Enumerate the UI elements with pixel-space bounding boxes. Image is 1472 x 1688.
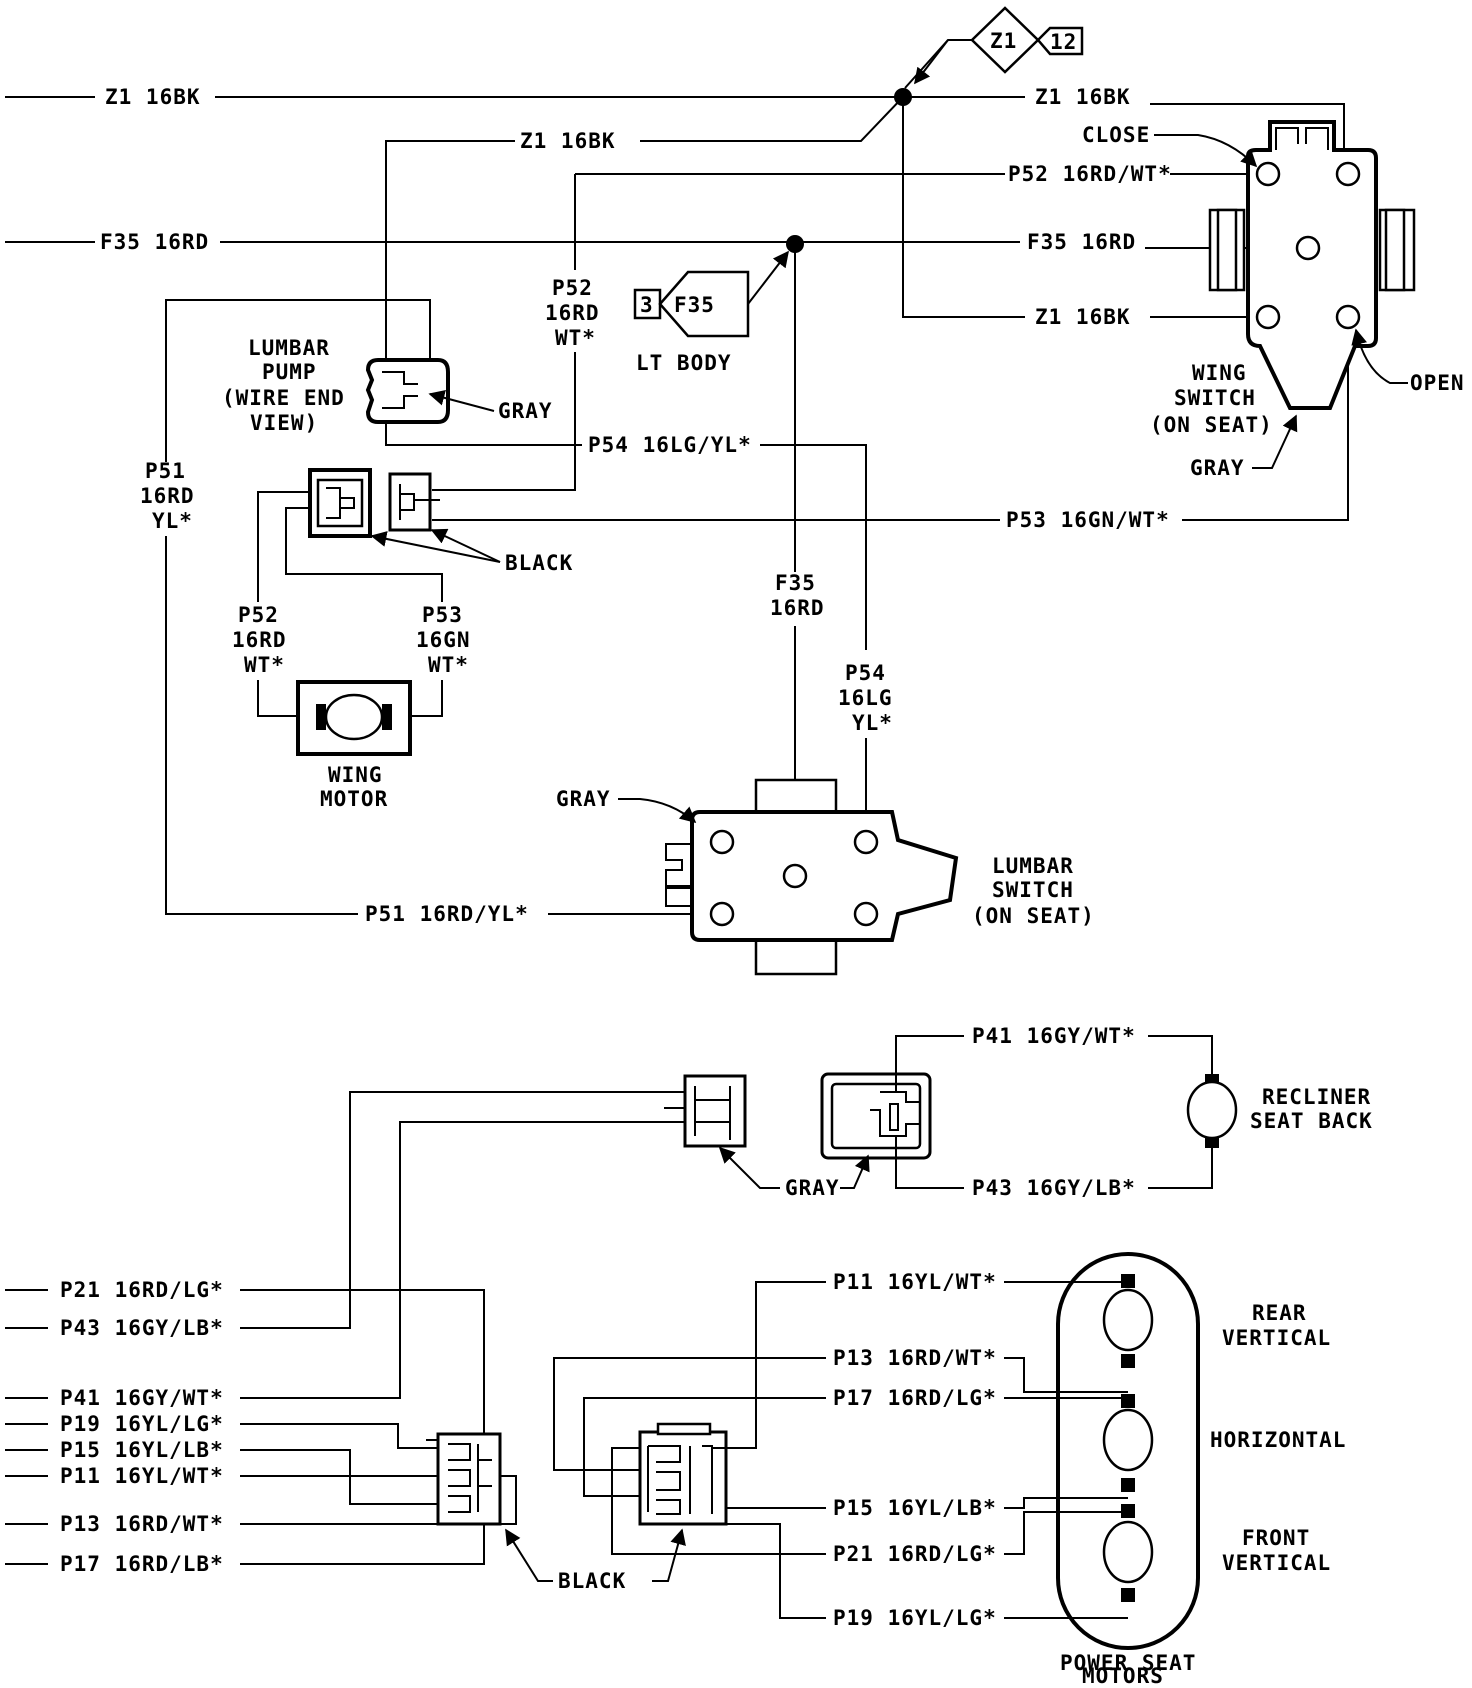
lumbar-switch-label-1: LUMBAR <box>992 854 1074 878</box>
p51-vert-label-1: P51 <box>145 459 186 483</box>
p41-top-label: P41 16GY/WT* <box>972 1024 1136 1048</box>
left-wire-label-p17: P17 16RD/LB* <box>60 1552 224 1576</box>
p54-vert-label-1: P54 <box>845 661 886 685</box>
z1-splice-id: Z1 <box>990 29 1017 53</box>
left-connector-black-label: BLACK <box>558 1569 626 1593</box>
wing-motor-label-1: WING <box>328 763 383 787</box>
p52-motor-label-3: WT* <box>244 653 285 677</box>
f35-left-label: F35 16RD <box>100 230 209 254</box>
lumbar-pump-label-2: PUMP <box>262 360 317 384</box>
horizontal-motor <box>1102 1394 1154 1492</box>
p51-wires: P51 16RD YL* P51 16RD/YL* <box>140 299 718 926</box>
p54-vert-label-3: YL* <box>852 711 893 735</box>
power-seat-motors-label-1: POWER SEAT <box>1060 1651 1196 1675</box>
left-wire-label-p13: P13 16RD/WT* <box>60 1512 224 1536</box>
recliner-label-2: SEAT BACK <box>1250 1109 1373 1133</box>
front-vertical-label-2: VERTICAL <box>1222 1551 1331 1575</box>
close-label: CLOSE <box>1082 123 1150 147</box>
p51-vert-label-3: YL* <box>152 509 193 533</box>
left-wire-label-p19: P19 16YL/LG* <box>60 1412 224 1436</box>
p53-right-label: P53 16GN/WT* <box>1006 508 1170 532</box>
motor-wire-label-p15: P15 16YL/LB* <box>833 1496 997 1520</box>
f35-splice-id: F35 <box>674 293 715 317</box>
open-label: OPEN <box>1410 371 1465 395</box>
f35-vert-label-1: F35 <box>775 571 816 595</box>
wing-motor-label-2: MOTOR <box>320 787 388 811</box>
wing-motor-connectors: BLACK <box>308 468 573 575</box>
lumbar-pump-gray-label: GRAY <box>498 399 553 423</box>
left-wire-label-p43: P43 16GY/LB* <box>60 1316 224 1340</box>
wing-motor-connector-black-label: BLACK <box>505 551 573 575</box>
left-wire-label-p15: P15 16YL/LB* <box>60 1438 224 1462</box>
p52-wires: P52 16RD/WT* P52 16RD WT* <box>432 162 1248 491</box>
power-seat-motors-enclosure <box>1056 1252 1200 1650</box>
f35-power-wires: F35 16RD F35 16RD F35 16RD 3 F35 LT BODY <box>5 230 1298 876</box>
p52-vert-label-1: P52 <box>552 276 593 300</box>
lumbar-switch: GRAY LUMBAR SWITCH (ON SEAT) <box>556 778 1095 976</box>
p51-bottom-label: P51 16RD/YL* <box>365 902 529 926</box>
lumbar-pump-connector: LUMBAR PUMP (WIRE END VIEW) GRAY <box>222 336 553 435</box>
motor-wire-label-p17: P17 16RD/LG* <box>833 1386 997 1410</box>
horizontal-label: HORIZONTAL <box>1210 1428 1346 1452</box>
p54-vert-label-2: 16LG <box>838 686 893 710</box>
p54-horiz-label: P54 16LG/YL* <box>588 433 752 457</box>
front-vertical-label-1: FRONT <box>1242 1526 1310 1550</box>
lumbar-switch-label-3: (ON SEAT) <box>972 904 1095 928</box>
p52-vert-label-3: WT* <box>555 326 596 350</box>
wing-switch: CLOSE OPEN WING SWITCH (ON SEAT) GRAY <box>1082 120 1465 480</box>
z1-left-label: Z1 16BK <box>105 85 201 109</box>
motor-wire-label-p11: P11 16YL/WT* <box>833 1270 997 1294</box>
motor-wire-label-p21: P21 16RD/LG* <box>833 1542 997 1566</box>
lumbar-switch-label-2: SWITCH <box>992 878 1074 902</box>
z1-splice-dot <box>894 88 912 106</box>
z1-right-low-label: Z1 16BK <box>1035 305 1131 329</box>
recliner-gray-label: GRAY <box>785 1176 840 1200</box>
power-seat-motors-label-2: MOTORS <box>1082 1664 1164 1688</box>
wing-motor-wires: P52 16RD WT* P53 16GN WT* <box>232 491 471 717</box>
power-seat-motors-harness: BLACK P11 16YL/WT* P13 16RD/WT* P17 16RD… <box>553 1252 1346 1688</box>
p53-motor-label-3: WT* <box>428 653 469 677</box>
p53-motor-label-1: P53 <box>422 603 463 627</box>
motor-wire-label-p19: P19 16YL/LG* <box>833 1606 997 1630</box>
lumbar-pump-label-1: LUMBAR <box>248 336 330 360</box>
left-harness-list: P21 16RD/LG* P43 16GY/LB* P41 16GY/WT* P… <box>5 1278 626 1593</box>
f35-vert-label-2: 16RD <box>770 596 825 620</box>
recliner-label-1: RECLINER <box>1262 1085 1371 1109</box>
f35-splice-page: 3 <box>640 293 654 317</box>
f35-location-label: LT BODY <box>636 351 732 375</box>
p52-motor-label-2: 16RD <box>232 628 287 652</box>
left-wire-label-p11: P11 16YL/WT* <box>60 1464 224 1488</box>
p52-top-label: P52 16RD/WT* <box>1008 162 1172 186</box>
wing-switch-label-2: SWITCH <box>1174 386 1256 410</box>
p53-wires: P53 16GN/WT* <box>432 322 1349 532</box>
p53-motor-label-2: 16GN <box>416 628 471 652</box>
z1-right-top-label: Z1 16BK <box>1035 85 1131 109</box>
rear-vertical-label-1: REAR <box>1252 1301 1307 1325</box>
motor-wire-label-p13: P13 16RD/WT* <box>833 1346 997 1370</box>
wing-switch-label-1: WING <box>1192 361 1247 385</box>
p54-wires: P54 16LG/YL* P54 16LG YL* <box>385 392 893 842</box>
wing-switch-label-3: (ON SEAT) <box>1150 413 1273 437</box>
left-wire-label-p21: P21 16RD/LG* <box>60 1278 224 1302</box>
z1-splice-page: 12 <box>1050 30 1077 54</box>
p52-motor-label-1: P52 <box>238 603 279 627</box>
p51-vert-label-2: 16RD <box>140 484 195 508</box>
front-vertical-motor <box>1102 1504 1154 1602</box>
z1-mid-label: Z1 16BK <box>520 129 616 153</box>
f35-right-label: F35 16RD <box>1027 230 1136 254</box>
lumbar-pump-label-4: VIEW) <box>250 411 318 435</box>
recliner-circuit: P41 16GY/WT* P43 16GY/LB* RECLINER SEAT … <box>240 1024 1373 1399</box>
p52-vert-label-2: 16RD <box>545 301 600 325</box>
z1-ground-wires: Z1 16BK Z1 16BK Z1 16BK Z1 16BK Z1 12 <box>5 6 1345 360</box>
rear-vertical-motor <box>1102 1274 1154 1368</box>
left-wire-label-p41: P41 16GY/WT* <box>60 1386 224 1410</box>
rear-vertical-label-2: VERTICAL <box>1222 1326 1331 1350</box>
wing-switch-gray-label: GRAY <box>1190 456 1245 480</box>
p43-top-label: P43 16GY/LB* <box>972 1176 1136 1200</box>
lumbar-pump-label-3: (WIRE END <box>222 386 345 410</box>
lumbar-switch-gray-label: GRAY <box>556 787 611 811</box>
wing-motor: WING MOTOR <box>296 680 412 811</box>
